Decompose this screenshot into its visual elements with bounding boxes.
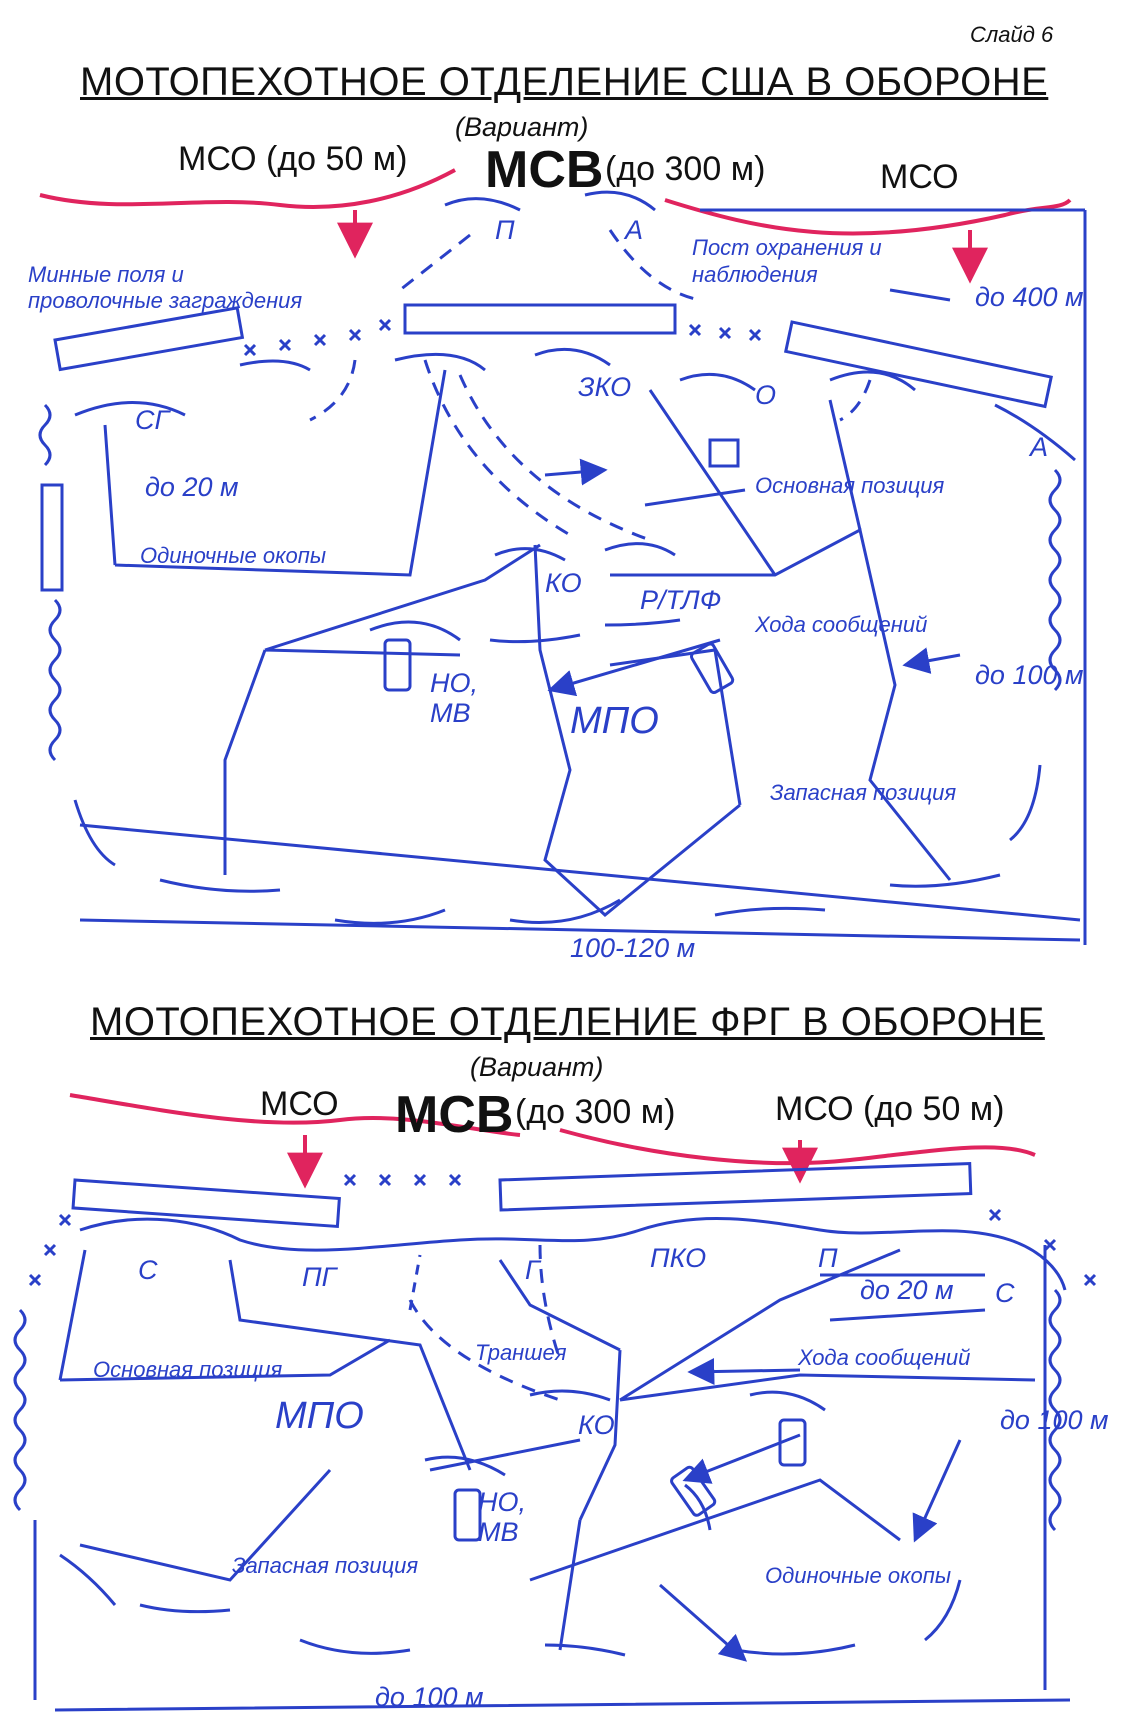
bottom-variant: (Вариант) [470, 1052, 604, 1082]
bottom-label-ko: КО [578, 1410, 615, 1440]
top-label-reserve-position: Запасная позиция [770, 780, 957, 805]
bottom-label-range-100: до 100 м [1000, 1405, 1109, 1435]
top-msv: МСВ [485, 141, 604, 199]
bottom-mso-right: МСО (до 50 м) [775, 1090, 1005, 1128]
top-label-comm-trenches: Хода сообщений [755, 612, 928, 637]
bottom-label-single-trenches: Одиночные окопы [765, 1563, 952, 1588]
top-enemy-front [39, 168, 1072, 284]
top-title: МОТОПЕХОТНОЕ ОТДЕЛЕНИЕ США В ОБОРОНЕ [80, 60, 1049, 104]
bottom-positions [13, 1162, 1097, 1712]
bottom-msv: МСВ [395, 1086, 514, 1144]
bottom-title: МОТОПЕХОТНОЕ ОТДЕЛЕНИЕ ФРГ В ОБОРОНЕ [90, 1000, 1045, 1044]
bottom-label-c-left: С [138, 1255, 158, 1285]
bottom-label-p: П [818, 1243, 838, 1273]
top-label-main-position: Основная позиция [755, 473, 945, 498]
bottom-label-pg: ПГ [302, 1262, 337, 1292]
top-label-radio: Р/ТЛФ [640, 585, 722, 615]
slide-label: Слайд 6 [970, 22, 1054, 47]
top-label-range-400: до 400 м [975, 282, 1084, 312]
top-label-outpost-1: Пост охранения и [692, 235, 882, 260]
bottom-label-g: Г [525, 1255, 540, 1285]
top-variant: (Вариант) [455, 112, 589, 142]
bottom-msv-range: (до 300 м) [515, 1093, 676, 1131]
weapon-symbols [383, 438, 807, 1542]
top-label-no-mv-1: НО, [430, 668, 479, 698]
top-label-range-100: до 100 м [975, 660, 1084, 690]
top-label-a-right: А [1030, 432, 1049, 462]
top-label-ko: КО [545, 568, 582, 598]
top-label-width: 100-120 м [570, 933, 696, 963]
top-label-no-mv-2: МВ [430, 698, 471, 728]
bottom-label-range-20: до 20 м [860, 1275, 954, 1305]
top-label-a-top: А [625, 215, 644, 245]
top-msv-range: (до 300 м) [605, 150, 766, 188]
top-label-range-20: до 20 м [145, 472, 239, 502]
bottom-label-mpo: МПО [275, 1395, 364, 1437]
bottom-label-reserve-position: Запасная позиция [232, 1553, 419, 1578]
bottom-label-c-right: С [995, 1278, 1015, 1308]
bottom-enemy-front [69, 1093, 1036, 1189]
top-mso-left: МСО (до 50 м) [178, 140, 408, 178]
top-label-single-trenches: Одиночные окопы [140, 543, 327, 568]
top-label-zko: ЗКО [578, 372, 632, 402]
top-label-o: О [755, 380, 777, 410]
top-label-sg: СГ [135, 405, 170, 435]
top-label-mpo: МПО [570, 700, 659, 742]
bottom-label-no-mv-2: МВ [478, 1517, 519, 1547]
top-mso-right: МСО [880, 158, 959, 196]
bottom-label-trench: Траншея [475, 1340, 567, 1365]
top-label-minefields: Минные поля и проволочные заграждения [28, 262, 303, 313]
top-label-outpost-2: наблюдения [692, 262, 818, 287]
bottom-label-comm-trenches: Хода сообщений [798, 1345, 971, 1370]
bottom-mso-left: МСО [260, 1085, 339, 1123]
bottom-label-pko: ПКО [650, 1243, 707, 1273]
bottom-label-main-position: Основная позиция [93, 1357, 283, 1382]
bottom-label-width: до 100 м [375, 1682, 484, 1712]
bottom-label-no-mv-1: НО, [478, 1487, 527, 1517]
top-label-p: П [495, 215, 515, 245]
